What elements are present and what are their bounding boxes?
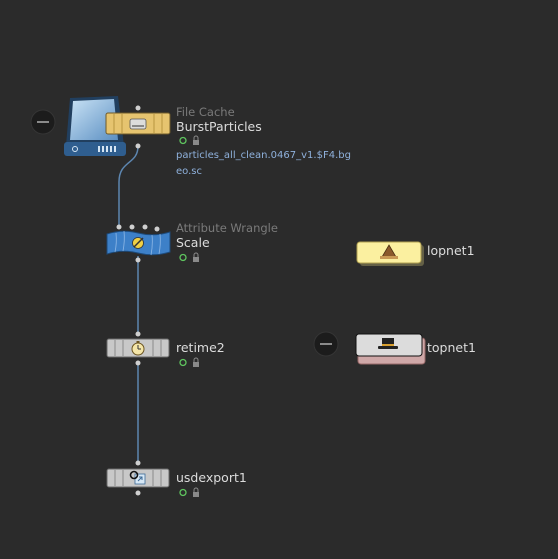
display-flag-icon[interactable] bbox=[179, 488, 187, 497]
usd-export-icon bbox=[134, 473, 146, 485]
collapse-button-topnet[interactable] bbox=[313, 331, 339, 357]
node-type-label-filecache: File Cache bbox=[176, 105, 235, 119]
node-name-wrangle[interactable]: Scale bbox=[176, 235, 210, 250]
display-flag-icon[interactable] bbox=[179, 253, 187, 262]
lock-icon[interactable] bbox=[193, 357, 199, 367]
output-connector[interactable] bbox=[135, 257, 141, 263]
node-name-retime[interactable]: retime2 bbox=[176, 340, 225, 355]
output-connector[interactable] bbox=[135, 490, 141, 496]
cache-file-path-line1: particles_all_clean.0467_v1.$F4.bg bbox=[176, 150, 351, 161]
minus-icon bbox=[37, 121, 49, 123]
node-name-filecache[interactable]: BurstParticles bbox=[176, 119, 262, 134]
input-connector[interactable] bbox=[154, 226, 160, 232]
wrangle-icon bbox=[132, 237, 144, 249]
output-connector[interactable] bbox=[135, 360, 141, 366]
node-name-usdexport[interactable]: usdexport1 bbox=[176, 470, 247, 485]
node-type-label-wrangle: Attribute Wrangle bbox=[176, 221, 278, 235]
lock-icon[interactable] bbox=[193, 135, 199, 145]
input-connector[interactable] bbox=[116, 224, 122, 230]
node-usdexport[interactable] bbox=[106, 460, 199, 498]
minus-icon bbox=[320, 343, 332, 345]
wire-filecache-to-wrangle[interactable] bbox=[118, 145, 139, 226]
input-connector[interactable] bbox=[135, 105, 141, 111]
stopwatch-icon bbox=[131, 341, 145, 356]
top-hat-icon bbox=[378, 338, 398, 349]
lock-icon[interactable] bbox=[193, 252, 199, 262]
node-wrangle[interactable] bbox=[106, 224, 199, 263]
node-lopnet[interactable] bbox=[356, 241, 424, 266]
cache-file-path-line2: eo.sc bbox=[176, 166, 202, 177]
node-filecache[interactable] bbox=[64, 96, 199, 156]
display-flag-icon[interactable] bbox=[179, 358, 187, 367]
node-type-icon-filecache bbox=[129, 118, 147, 130]
collapse-button-filecache[interactable] bbox=[30, 109, 56, 135]
node-name-topnet[interactable]: topnet1 bbox=[427, 340, 476, 355]
connection-wires bbox=[118, 145, 139, 463]
output-connector[interactable] bbox=[135, 143, 141, 149]
input-connector[interactable] bbox=[129, 224, 135, 230]
display-flag-icon[interactable] bbox=[179, 136, 187, 145]
lop-network-icon bbox=[380, 244, 398, 259]
lock-icon[interactable] bbox=[193, 487, 199, 497]
node-topnet[interactable] bbox=[355, 333, 426, 365]
input-connector[interactable] bbox=[142, 224, 148, 230]
input-connector[interactable] bbox=[135, 331, 141, 337]
input-connector[interactable] bbox=[135, 460, 141, 466]
gear-badge-icon bbox=[129, 470, 139, 480]
node-retime[interactable] bbox=[106, 331, 199, 368]
node-name-lopnet[interactable]: lopnet1 bbox=[427, 243, 475, 258]
